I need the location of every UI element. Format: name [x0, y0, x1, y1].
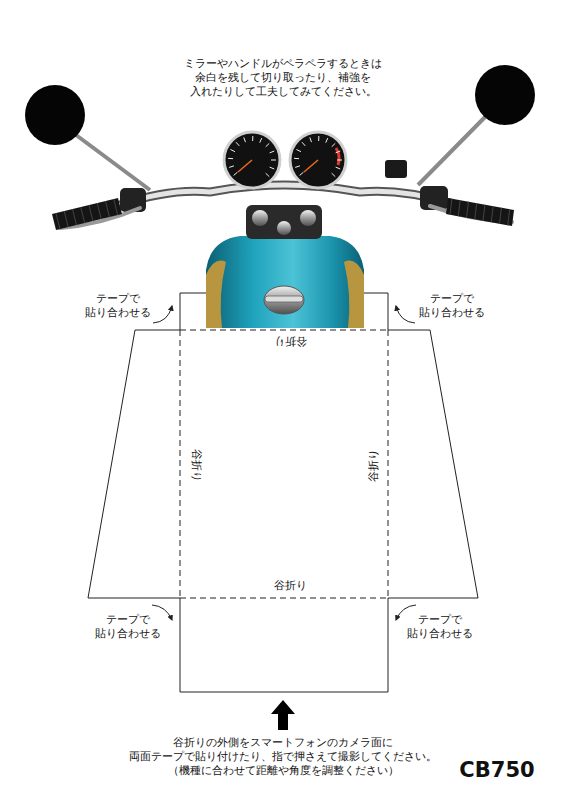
fold-label: 谷折り [274, 579, 307, 593]
grip-rib [458, 200, 460, 216]
grip-rib [499, 208, 501, 224]
gauge-tick [244, 137, 246, 142]
gauge-tick [318, 136, 319, 141]
text-line: （機種に合わせて距離や角度を調整ください） [129, 764, 437, 778]
grip-rib [89, 205, 93, 221]
text-line: 入れたりして工夫してみてください。 [184, 85, 382, 99]
text-line: 余白を残して切り取ったり、補強を [184, 71, 382, 85]
tape-note: テープで 貼り合わせる [95, 613, 161, 642]
gauge-tick [270, 167, 275, 169]
fold-label: 谷折り [367, 448, 381, 481]
grip-rib [466, 202, 468, 218]
text-line: 谷折り [274, 334, 307, 348]
grip-rib [81, 207, 85, 223]
gauge-tick [270, 151, 275, 153]
grip-rib [491, 206, 493, 222]
text-line: ミラーやハンドルがペラペラするときは [184, 57, 382, 71]
gauge-tick [332, 173, 336, 176]
gauge-tick [336, 167, 341, 169]
text-line: CB750 [459, 757, 534, 784]
gauge-tick [296, 149, 300, 151]
text-line: 谷折り [188, 448, 202, 481]
fold-template [88, 293, 478, 692]
motorcycle-photo [25, 65, 535, 328]
gauge-tick [230, 149, 234, 151]
gauge-tick [295, 166, 300, 168]
gauge-tick [326, 138, 328, 143]
gauge-tick [266, 173, 270, 176]
gauge-tick [266, 143, 270, 146]
grip-rib [475, 203, 477, 219]
gauge-tick [300, 172, 304, 175]
grip-rib [450, 199, 452, 215]
gauge-tick [252, 136, 253, 141]
gauge-tick [229, 166, 234, 168]
grip-rib [105, 201, 109, 217]
fold-label: 谷折り [274, 334, 307, 348]
text-line: 谷折り [274, 579, 307, 593]
up-arrow [271, 700, 295, 730]
tape-note: テープで 貼り合わせる [407, 613, 473, 642]
text-line: テープで [407, 613, 473, 627]
text-line: テープで [95, 613, 161, 627]
text-line: 貼り合わせる [407, 627, 473, 641]
gauge-tick [302, 142, 305, 146]
text-line: テープで [85, 292, 151, 306]
grip-rib [64, 211, 68, 227]
gauge-tick [294, 158, 299, 159]
gauge-tick [228, 158, 233, 159]
gauge-tick [336, 151, 341, 153]
instruction-note: 谷折りの外側をスマートフォンのカメラ面に 両面テープで貼り付けたり、指で押さえて… [129, 736, 437, 779]
grip-rib [508, 209, 510, 225]
gauge-tick [332, 143, 336, 146]
text-line: テープで [419, 292, 485, 306]
gauge-tick [236, 142, 239, 146]
gauge-tick [337, 160, 342, 161]
tape-note: テープで 貼り合わせる [85, 292, 151, 321]
gauge-tick [271, 160, 276, 161]
grip-rib [56, 213, 60, 229]
grip-rib [483, 205, 485, 221]
grip-rib [72, 209, 76, 225]
text-line: 谷折りの外側をスマートフォンのカメラ面に [129, 736, 437, 750]
gauge-tick [260, 138, 262, 143]
model-name: CB750 [459, 757, 534, 784]
text-line: 貼り合わせる [95, 627, 161, 641]
grip-rib [114, 199, 118, 215]
text-line: 両面テープで貼り付けたり、指で押さえて撮影してください。 [129, 750, 437, 764]
gauge-tick [234, 172, 238, 175]
text-line: 貼り合わせる [85, 306, 151, 320]
grip-rib [97, 203, 101, 219]
text-line: 谷折り [367, 448, 381, 481]
gauge-tick [310, 137, 312, 142]
instruction-note: ミラーやハンドルがペラペラするときは 余白を残して切り取ったり、補強を 入れたり… [184, 57, 382, 100]
tape-note: テープで 貼り合わせる [419, 292, 485, 321]
text-line: 貼り合わせる [419, 306, 485, 320]
fold-label: 谷折り [188, 448, 202, 481]
